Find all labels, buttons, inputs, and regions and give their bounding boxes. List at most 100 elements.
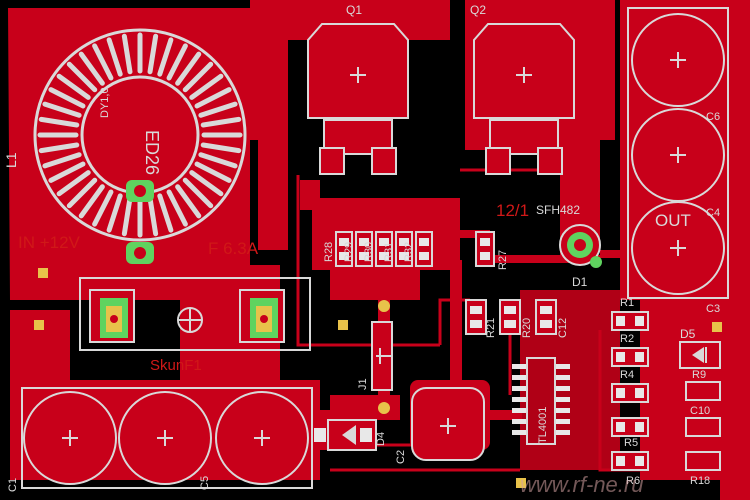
coil-winding [198,101,238,118]
c10-label: C10 [690,405,710,417]
ic-pin [512,364,526,369]
coil-winding [121,195,133,237]
watermark: www.rf-ne.ru [520,472,643,497]
sense-resistor-pad [419,238,429,246]
ic-tl4001 [512,357,570,445]
sense-resistor-pad [379,252,389,260]
ic-pin [512,375,526,380]
d5-label: D5 [680,327,696,341]
coil-winding [92,189,114,227]
ic-pin [556,430,570,435]
fuse-holder-f1 [79,277,311,351]
ic-pin [556,375,570,380]
optocoupler-d1 [559,224,602,268]
transistor-q1: Q1 [307,3,409,175]
c5-label: C5 [199,476,211,490]
diode-d5 [679,341,721,369]
coil-winding [121,33,133,75]
coil-winding [106,193,123,233]
input-capacitors [21,387,313,489]
r30-label: R30 [363,242,375,262]
sensor-part-label: SFH482 [536,203,580,217]
coil-winding [106,37,123,77]
sense-resistor-body [415,231,433,267]
sense-resistor-pad [339,238,349,246]
sense-resistor-pad [359,238,369,246]
r27-label: R27 [497,250,509,270]
coil-winding [42,152,82,169]
coil-winding [194,161,232,183]
coil-winding [92,43,114,81]
sense-resistor-pad [339,252,349,260]
resistor-column-right [611,311,649,471]
coil-winding [157,193,174,233]
c2-label: C2 [395,450,407,464]
ic-pin [512,408,526,413]
r1-label: R1 [620,297,634,309]
coil-winding [66,61,98,93]
coil-winding [78,51,105,86]
coil-winding [182,61,214,93]
right-resistor-pad [616,316,625,326]
r2-label: R2 [620,333,634,345]
coil-winding [56,73,91,100]
r5-label: R5 [624,437,638,449]
coil-winding [175,184,202,219]
r21-label: R21 [485,318,497,338]
right-resistor-pad [635,456,644,466]
coil-winding [56,170,91,197]
output-capacitors [627,7,729,299]
j1-label: J1 [357,378,369,390]
ic-pin [512,386,526,391]
right-resistor-pad [635,388,644,398]
signal-traces [296,168,740,472]
right-resistor-pad [616,456,625,466]
coil-winding [189,170,224,197]
d4-label: D4 [375,432,387,446]
inductor-l1: L1 ED26 DY1,0 [3,28,247,264]
inductor-marking-label: DY1,0 [99,87,111,118]
sense-resistor-pad [359,252,369,260]
r31-label: R31 [383,242,395,262]
input-label: IN +12V [18,233,81,252]
ic-pin [556,408,570,413]
right-resistor-pad [635,316,644,326]
right-resistor-pad [616,352,625,362]
r28-label: R28 [323,242,335,262]
r9-label: R9 [692,369,706,381]
r18-label: R18 [690,475,710,487]
r29-label: R29 [343,242,355,262]
fuse-label: F 6.3A [208,239,259,258]
coil-winding [200,142,242,154]
coil-winding [200,116,242,128]
q2-label: Q2 [470,3,486,17]
via-pads [34,268,722,488]
sense-resistors [335,231,433,267]
coil-winding [66,177,98,209]
coil-winding [194,87,232,109]
diode-d4 [314,419,377,451]
coil-winding [147,33,159,75]
sense-resistor-pad [379,238,389,246]
ic-pin [512,419,526,424]
c4-label: C4 [706,207,720,219]
coil-winding [198,152,238,169]
ic-pin [556,397,570,402]
r20-label: R20 [521,318,533,338]
d1-label: D1 [572,275,588,289]
ic-pin [512,430,526,435]
coil-winding [182,177,214,209]
coil-winding [38,142,80,154]
small-parts-right [685,381,721,471]
capacitor-c2 [411,387,485,461]
ic-pin [556,364,570,369]
coil-winding [189,73,224,100]
coil-winding [157,37,174,77]
c6-label: C6 [706,111,720,123]
coil-winding [48,161,86,183]
coil-winding [78,184,105,219]
sense-resistor-pad [399,238,409,246]
ic-label: TL4001 [537,407,549,444]
inductor-value-label: ED26 [142,130,162,175]
